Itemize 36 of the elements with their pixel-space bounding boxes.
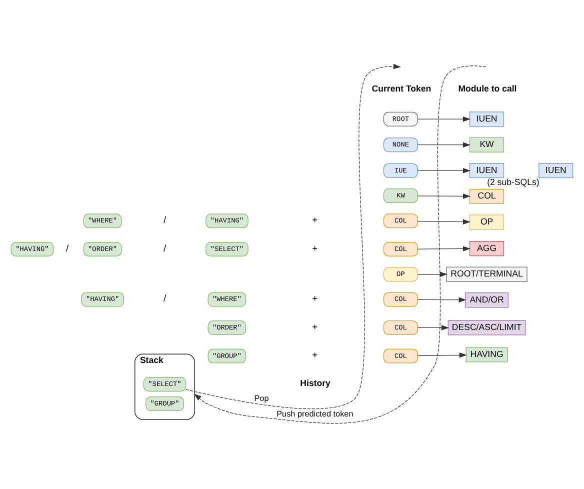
arrow <box>417 218 471 224</box>
arrow <box>194 65 486 423</box>
node-box: AND/OR <box>465 292 508 308</box>
label: / <box>163 214 166 225</box>
label: Current Token <box>372 82 432 93</box>
node-box: HAVING <box>466 346 508 362</box>
arrow <box>417 324 450 330</box>
arrow <box>417 116 471 122</box>
label: + <box>312 320 318 332</box>
label: Module to call <box>458 82 517 93</box>
arrow <box>417 193 471 198</box>
node-box: IUEN <box>470 111 504 126</box>
arrow <box>417 352 467 358</box>
arrow <box>417 246 471 251</box>
node-box: IUEN <box>470 162 504 178</box>
node-box: KW <box>470 136 504 152</box>
arrow <box>417 271 448 276</box>
label: + <box>312 214 318 225</box>
arrow <box>417 167 471 173</box>
node-box: OP <box>470 214 504 230</box>
label: History <box>300 377 330 388</box>
arrow <box>186 63 401 409</box>
node-label: (2 sub-SQLs) <box>487 176 540 186</box>
label: + <box>312 242 318 253</box>
label: + <box>312 348 318 360</box>
arrow <box>417 296 466 302</box>
label: / <box>163 242 166 253</box>
label: / <box>66 242 69 253</box>
node-box: COL <box>470 188 504 204</box>
node-box: AGG <box>470 240 504 256</box>
label: / <box>163 292 166 304</box>
arrow <box>417 142 471 148</box>
node-box: ROOT/TERMINAL <box>446 266 528 282</box>
node-box: IUEN <box>538 162 574 178</box>
label: + <box>312 292 318 304</box>
node-box: DESC/ASC/LIMIT <box>448 320 526 335</box>
